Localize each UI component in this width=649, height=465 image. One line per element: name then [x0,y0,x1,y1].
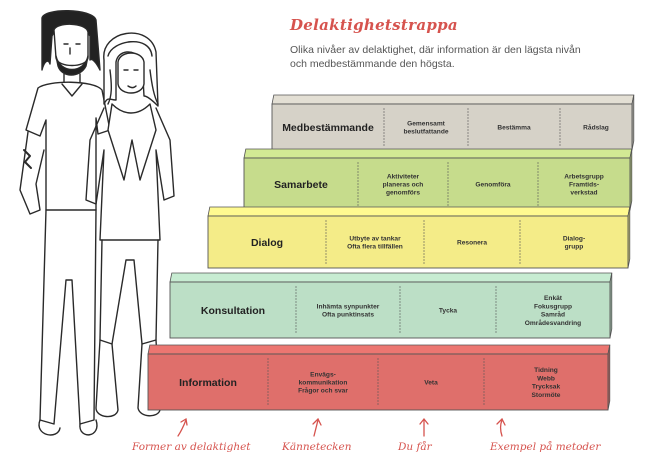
cell-text: Veta [424,380,438,387]
cell-text: Gemensamt [407,120,446,127]
step-front-face [207,215,629,269]
cell-text: Framtids- [569,182,599,189]
subtitle-line-2: och medbestämmande den högsta. [290,58,455,70]
step-top-face [271,94,635,105]
cell-text: kommunikation [299,380,348,387]
cell-text: Resonera [457,240,487,247]
cell-text: Bestämma [497,125,531,132]
cell-text: Arbetsgrupp [564,173,604,180]
cell-text: Dialog- [563,235,585,242]
subtitle-line-1: Olika nivåer av delaktighet, där informa… [290,44,581,56]
step-samarbete: Samarbete Aktiviteter planeras ochgenomför… [243,148,633,211]
cell-text: genomförs [386,190,420,197]
cell-text: Genomföra [475,182,511,189]
diagram-title: Delaktighetstrappa [290,16,458,34]
step-label: Samarbete [274,179,328,191]
cell-text: Fokusgrupp [534,303,572,310]
cell-text: planeras och [383,182,424,189]
step-label: Medbestämmande [282,122,374,134]
cell-text: Frågor och svar [298,387,348,395]
cell-text: Rådslag [583,124,609,132]
bottom-label-exempel: Exempel på metoder [490,441,601,453]
diagram-subtitle: Olika nivåer av delaktighet, där informa… [290,43,630,71]
cell-text: Stormöte [532,392,561,399]
cell-text: verkstad [570,190,597,197]
cell-text: Envägs- [310,371,336,378]
cell-text: Ofta flera tillfällen [347,244,403,251]
cell-text: Enkät [544,295,563,302]
step-top-face [147,344,611,355]
step-label: Dialog [251,237,283,249]
cell-text: Trycksak [532,384,561,391]
people-illustration [0,0,210,460]
bottom-label-du-far: Du får [398,441,432,453]
people-drawing [19,10,175,436]
step-label: Konsultation [201,305,265,317]
cell-text: grupp [565,244,584,251]
step-front-face [169,281,611,339]
cell-text: Områdesvandring [525,319,581,327]
step-medbestammande: Medbestämmande Gemensamt beslutfattande Bes… [271,94,635,151]
bottom-label-kannetecken: Kännetecken [282,441,352,453]
step-top-face [207,206,631,217]
cell-text: Utbyte av tankar [349,235,401,242]
step-front-face [271,103,633,151]
cell-text: beslutfattande [403,129,448,136]
step-top-face [243,148,633,159]
cell-text: Tycka [439,308,458,315]
bottom-label-former: Former av delaktighet [132,441,251,453]
cell-text: Aktiviteter [387,173,420,180]
cell-text: Inhämta synpunkter [317,303,380,310]
cell-text: Webb [537,375,555,382]
step-front-face [243,157,631,211]
step-label: Information [179,377,237,389]
cell-text: Samråd [541,311,565,319]
step-top-face [169,272,613,283]
cell-text: Tidning [534,367,558,374]
cell-text: Ofta punktinsats [322,312,374,319]
